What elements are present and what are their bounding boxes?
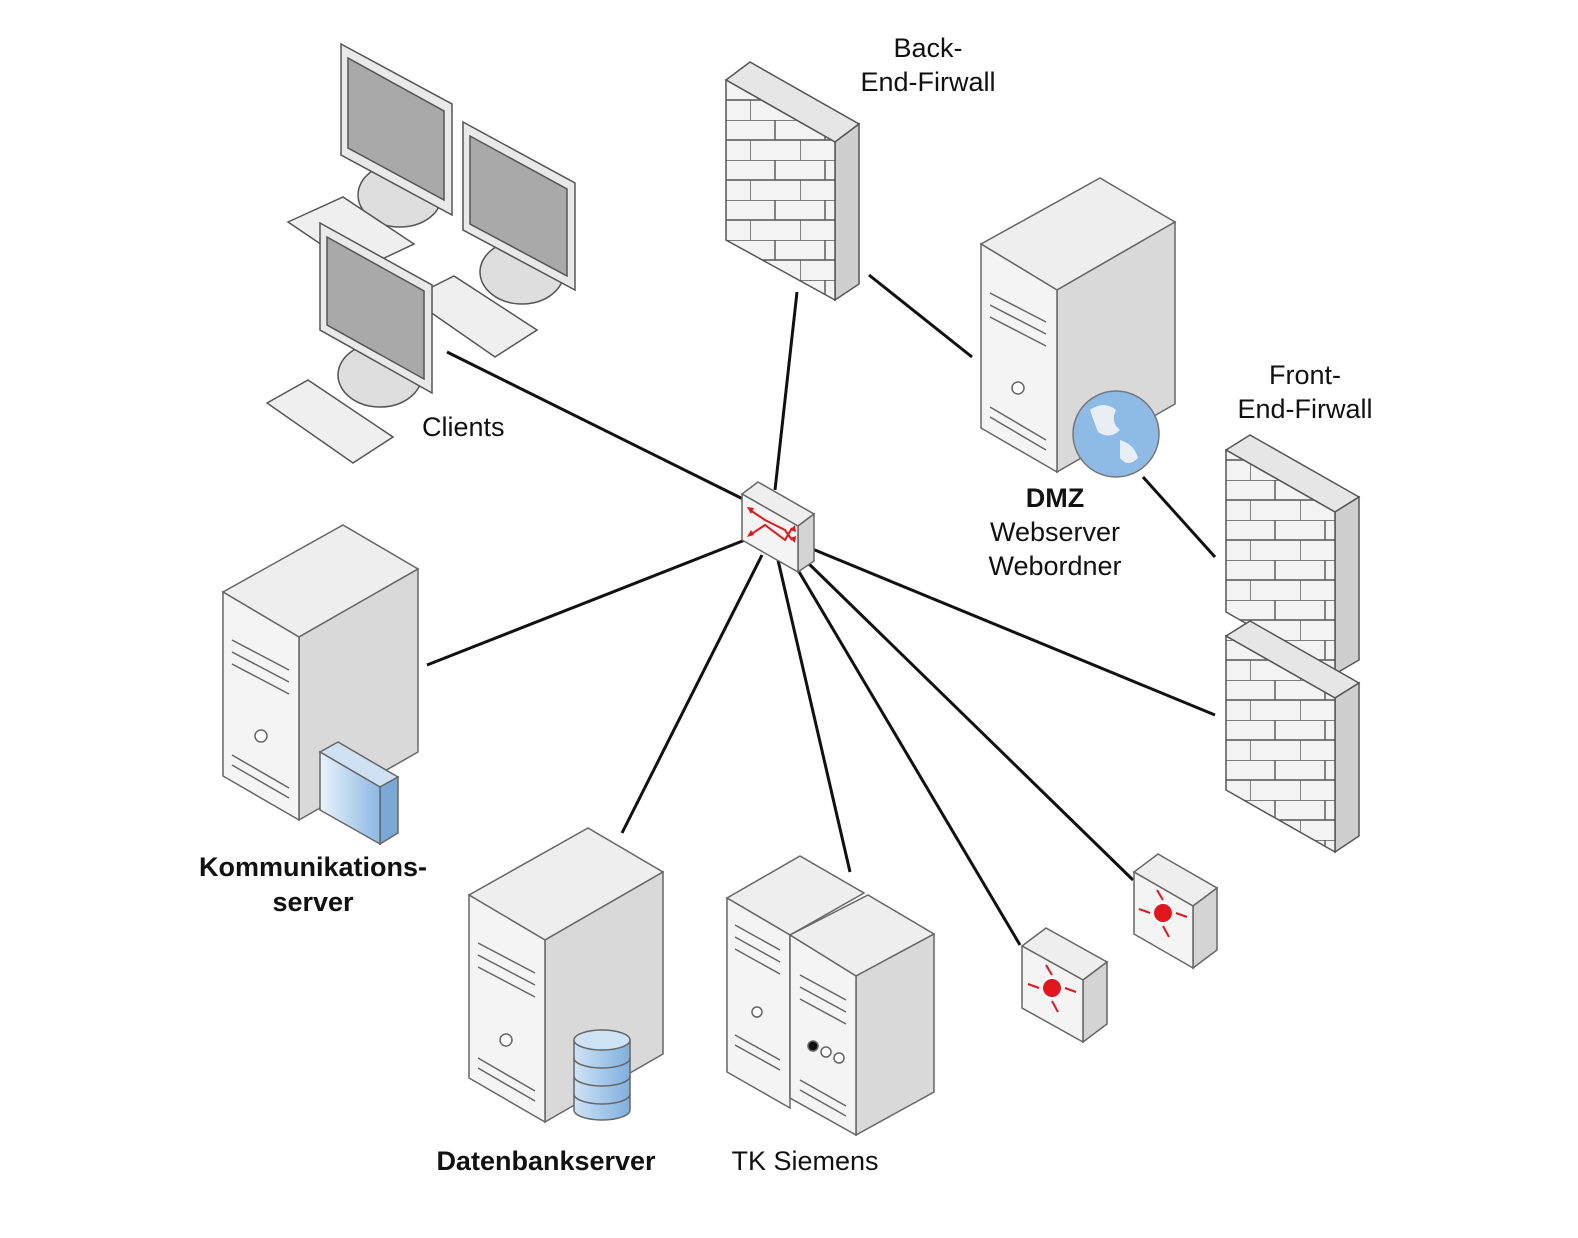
link-backfw-dmz <box>868 273 973 359</box>
front-end-firewall-icon <box>1224 434 1361 854</box>
back-firewall-label-line2: End-Firwall <box>860 67 996 97</box>
dmz-title: DMZ <box>1025 483 1085 513</box>
datenbankserver-icon <box>467 827 665 1124</box>
back-firewall-label-line1: Back- <box>893 33 963 63</box>
datenbankserver-label: Datenbankserver <box>436 1146 656 1176</box>
router-icon-1 <box>1020 927 1109 1044</box>
link-komm-server <box>426 538 746 667</box>
back-end-firewall-icon <box>724 61 861 302</box>
link-router-2 <box>803 558 1135 882</box>
dmz-webserver-icon <box>979 177 1177 478</box>
dmz-label-webserver: Webserver <box>989 517 1121 547</box>
clients-label: Clients <box>422 412 505 442</box>
link-tk-siemens <box>776 559 852 873</box>
link-db-server <box>620 554 764 834</box>
router-icon-2 <box>1132 853 1219 970</box>
link-clients <box>446 350 746 502</box>
tk-siemens-icon <box>725 855 936 1137</box>
front-firewall-label-line2: End-Firwall <box>1237 394 1373 424</box>
link-back-firewall <box>773 291 799 491</box>
link-router-1 <box>793 564 1022 946</box>
link-front-firewall-lower <box>809 546 1216 717</box>
front-firewall-label-line1: Front- <box>1268 360 1341 390</box>
kommunikationsserver-label-line1: Kommunikations- <box>198 852 427 882</box>
kommunikationsserver-icon <box>221 524 420 846</box>
link-dmz-frontfw <box>1141 475 1217 559</box>
network-switch-icon <box>740 481 816 574</box>
kommunikationsserver-label-line2: server <box>272 887 354 917</box>
tk-siemens-label: TK Siemens <box>731 1146 879 1176</box>
dmz-label-webordner: Webordner <box>988 551 1122 581</box>
clients-icon <box>265 42 576 464</box>
connection-lines <box>426 273 1217 946</box>
